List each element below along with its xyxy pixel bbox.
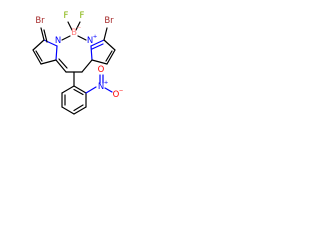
- atom-n-nitro: N: [98, 82, 104, 92]
- bond: [55, 45, 58, 61]
- charge-n-right: +: [93, 34, 98, 40]
- left-pyrrole-ring: [32, 27, 58, 65]
- bond: [35, 50, 43, 62]
- atom-f-left: F: [64, 11, 69, 21]
- atom-br-right: Br: [104, 16, 114, 26]
- bond: [67, 21, 73, 31]
- bond: [75, 21, 81, 31]
- bond: [91, 59, 108, 65]
- bond: [105, 50, 113, 62]
- charge-boron: −: [77, 25, 82, 31]
- atom-o-right: O: [113, 90, 120, 100]
- bond: [61, 35, 71, 41]
- bond: [40, 27, 45, 41]
- bond: [73, 106, 87, 115]
- bond: [90, 39, 105, 47]
- bond: [106, 49, 116, 65]
- boron-bridge: [61, 21, 87, 41]
- bond: [58, 58, 68, 69]
- charge-o-right: −: [119, 88, 124, 94]
- right-pyrrole-ring: [90, 27, 116, 65]
- bond: [61, 85, 75, 94]
- bond: [32, 39, 45, 51]
- bond: [61, 106, 75, 115]
- bond: [40, 59, 57, 65]
- bond: [73, 88, 84, 96]
- bond: [85, 86, 97, 94]
- molecule-canvas: Br Br F F B − N N + N + O O −: [0, 0, 152, 152]
- atom-n-left: N: [55, 36, 61, 46]
- bond: [77, 35, 87, 41]
- benzene-ring: [61, 85, 97, 115]
- bond: [91, 43, 104, 50]
- atom-o-top: O: [98, 65, 105, 75]
- bond: [55, 59, 67, 73]
- bond: [73, 104, 84, 112]
- atom-boron: B: [71, 28, 77, 38]
- bond: [81, 59, 93, 73]
- bond: [43, 29, 48, 43]
- bond: [104, 87, 113, 93]
- structure-diagram: Br Br F F B − N N + N + O O −: [32, 11, 124, 115]
- bond: [32, 49, 42, 65]
- bond: [103, 27, 108, 41]
- bond: [103, 39, 116, 51]
- nitro-group: [99, 74, 113, 93]
- bond: [73, 85, 87, 94]
- atom-f-right: F: [80, 11, 85, 21]
- charge-n-nitro: +: [104, 80, 109, 86]
- bond: [90, 45, 93, 61]
- atom-br-left: Br: [35, 16, 45, 26]
- atom-n-right: N: [87, 36, 93, 46]
- meso-carbon: [55, 58, 93, 87]
